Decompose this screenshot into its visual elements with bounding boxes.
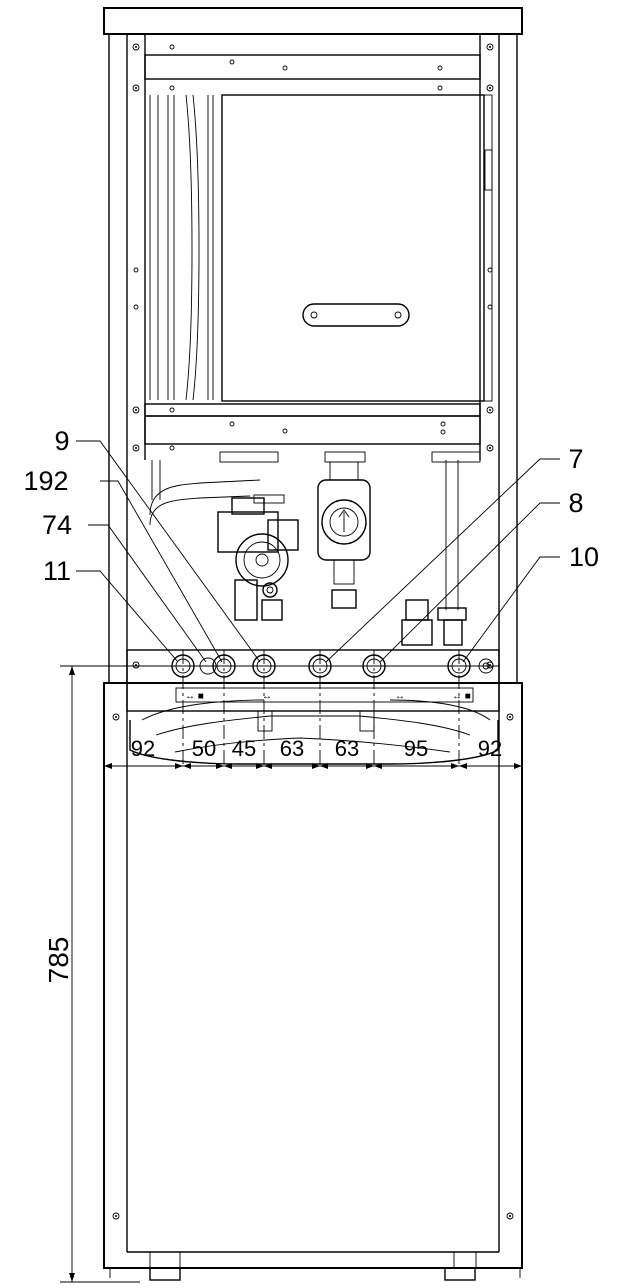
vertical-dimension-line — [60, 666, 140, 1283]
dim-95: 95 — [404, 736, 428, 761]
valve-unit — [317, 461, 371, 609]
cabinet-upper-frame — [108, 34, 518, 683]
hydraulic-components — [149, 451, 481, 646]
cabinet-lower — [103, 682, 523, 1281]
callout-11: 11 — [43, 556, 71, 586]
fitting-centerlines — [182, 650, 460, 766]
svg-text:↔: ↔ — [262, 691, 272, 702]
drain-tray — [129, 699, 499, 765]
svg-text:↔: ↔ — [395, 691, 405, 702]
top-crossbar — [144, 44, 481, 91]
callout-8: 8 — [568, 488, 583, 518]
callout-leaders — [76, 440, 560, 663]
svg-text:↔ ■: ↔ ■ — [452, 691, 471, 702]
callout-74: 74 — [42, 510, 72, 540]
svg-text:↔ ■: ↔ ■ — [185, 691, 204, 702]
callout-192: 192 — [23, 466, 68, 496]
middle-crossbar — [144, 403, 481, 451]
dim-50: 50 — [192, 736, 216, 761]
left-vertical-pipes — [149, 94, 214, 401]
callout-10: 10 — [569, 542, 599, 572]
heat-exchanger-block — [221, 94, 493, 402]
dim-45: 45 — [232, 736, 256, 761]
cabinet-top-cap — [103, 7, 523, 35]
dim-92-right: 92 — [478, 736, 502, 761]
dim-92-left: 92 — [131, 736, 155, 761]
handle-slot — [302, 303, 410, 327]
dim-63-b: 63 — [335, 736, 359, 761]
safety-valve — [401, 599, 467, 646]
callout-7: 7 — [568, 444, 583, 474]
dim-63-a: 63 — [280, 736, 304, 761]
callout-9: 9 — [54, 426, 69, 456]
side-rail-screws — [132, 43, 494, 452]
dim-785: 785 — [43, 937, 74, 984]
horizontal-dimension-line — [103, 756, 523, 776]
circulation-pump — [217, 494, 299, 621]
